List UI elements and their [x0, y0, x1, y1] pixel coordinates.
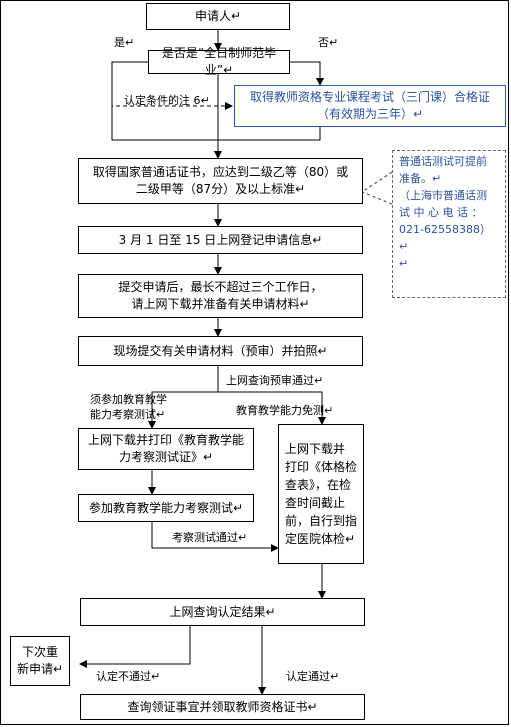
print-test-text-1: 上网下载并打印《教育教学能	[87, 433, 244, 447]
need-test-label-2: 能力考察测试↵	[90, 408, 166, 421]
certificate-node: 取得教师资格专业课程考试（三门课）合格证 （有效期为三年）↵	[234, 85, 506, 127]
callout-line-5: 021-62558388）↵	[399, 223, 491, 253]
query-result-text: 上网查询认定结果↵	[169, 604, 276, 619]
health-text-5: 前，自行到指	[285, 514, 358, 528]
mandarin-node: 取得国家普通话证书，应达到二级乙等（80）或 二级甲等（87分）及以上标准↵	[78, 158, 363, 204]
certificate-text-1: 取得教师资格专业课程考试（三门课）合格证	[249, 90, 490, 104]
pass-label: 认定通过↵	[286, 670, 340, 683]
reapply-node: 下次重 新申请↵	[10, 636, 70, 686]
reapply-text-1: 下次重	[21, 645, 58, 659]
health-text-2: 打印《体格检	[285, 460, 358, 474]
collect-node: 查询领证事宜并领取教师资格证书↵	[80, 694, 365, 720]
graduate-question-node: 是否是“全日制师范毕业”↵	[148, 46, 290, 77]
callout-line-3: （上海市普通话测	[399, 189, 487, 202]
callout-line-4: 试 中 心 电 话 ：	[399, 206, 483, 219]
graduate-question-text: 是否是“全日制师范毕业”↵	[161, 46, 277, 77]
health-text-1: 上网下载并	[285, 442, 346, 456]
onsite-node: 现场提交有关申请材料（预审）并拍照↵	[78, 336, 363, 366]
health-text-6: 定医院体检↵	[285, 532, 356, 546]
submit-text-1: 提交申请后，最长不超过三个工作日，	[118, 280, 323, 294]
need-test-label: 须参加教育教学 能力考察测试↵	[90, 392, 167, 422]
applicant-node: 申请人↵	[146, 3, 290, 30]
need-test-label-1: 须参加教育教学	[90, 393, 167, 406]
callout-line-1: 普通话测试可提前	[399, 155, 487, 168]
not-pass-label: 认定不通过↵	[96, 670, 161, 683]
submit-node: 提交申请后，最长不超过三个工作日， 请上网下载并准备有关申请材料↵	[78, 274, 363, 318]
register-text: 3 月 1 日至 15 日上网登记申请信息↵	[118, 232, 323, 247]
no-label: 否↵	[318, 36, 339, 49]
precheck-pass-label: 上网查询预审通过↵	[226, 374, 324, 387]
attend-test-node: 参加教育教学能力考察测试↵	[78, 494, 254, 522]
exempt-label: 教育教学能力免测↵	[236, 404, 334, 417]
health-text-3: 查表》，在检	[285, 478, 352, 492]
print-test-text-2: 力考察测试证》↵	[118, 450, 214, 464]
callout-line-6: ↵	[399, 257, 409, 270]
submit-text-2: 请上网下载并准备有关申请材料↵	[131, 297, 310, 311]
mandarin-text-2: 二级甲等（87分）及以上标准↵	[135, 182, 306, 196]
mandarin-note-callout: 普通话测试可提前 准备。↵ （上海市普通话测 试 中 心 电 话 ： 021-6…	[392, 150, 506, 298]
onsite-text: 现场提交有关申请材料（预审）并拍照↵	[113, 343, 328, 358]
test-pass-label: 考察测试通过↵	[172, 531, 248, 544]
mandarin-text-1: 取得国家普通话证书，应达到二级乙等（80）或	[92, 165, 349, 179]
yes-label: 是↵	[114, 36, 135, 49]
applicant-text: 申请人↵	[194, 9, 242, 23]
collect-text: 查询领证事宜并领取教师资格证书↵	[127, 699, 318, 714]
note6-label: 认定条件的注 6↵	[124, 94, 210, 107]
print-test-node: 上网下载并打印《教育教学能 力考察测试证》↵	[78, 428, 254, 470]
attend-test-text: 参加教育教学能力考察测试↵	[88, 500, 244, 515]
health-check-node: 上网下载并 打印《体格检 查表》，在检 查时间截止 前，自行到指 定医院体检↵	[278, 424, 364, 564]
health-text-4: 查时间截止	[285, 496, 346, 510]
callout-line-2: 准备。↵	[399, 172, 442, 185]
certificate-text-2: （有效期为三年）↵	[316, 107, 424, 121]
reapply-text-2: 新申请↵	[16, 662, 64, 676]
query-result-node: 上网查询认定结果↵	[80, 598, 365, 626]
register-node: 3 月 1 日至 15 日上网登记申请信息↵	[78, 226, 363, 254]
